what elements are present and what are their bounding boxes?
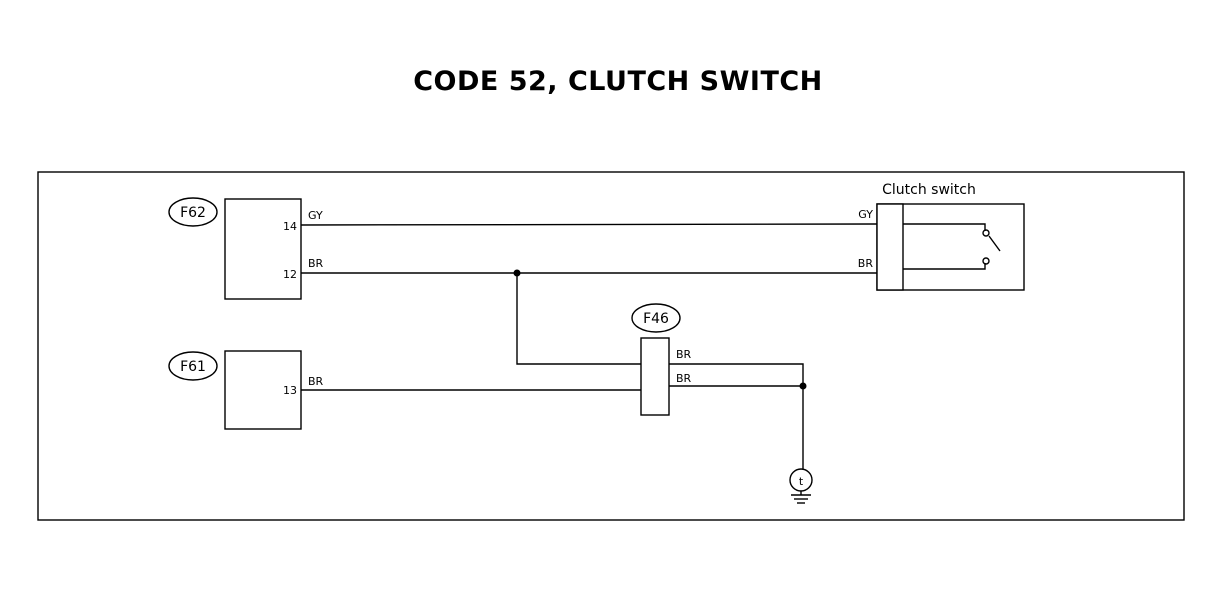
clutch-switch-connector — [876, 203, 904, 291]
f61-pin-13: 13 — [283, 384, 297, 397]
f61-box — [224, 350, 302, 430]
wire-gy-label-right: GY — [858, 208, 873, 221]
f62-label: F62 — [180, 205, 206, 221]
clutch-switch-label: Clutch switch — [882, 182, 976, 198]
diagram-title: CODE 52, CLUTCH SWITCH — [413, 66, 823, 97]
f62-pin-14: 14 — [283, 220, 297, 233]
wire-br-label-right: BR — [858, 257, 874, 270]
switch-contacts-icon — [903, 223, 1001, 270]
f46-label: F46 — [643, 311, 669, 327]
wire-f46-top-label: BR — [676, 348, 692, 361]
wire-br-branch — [516, 273, 641, 365]
f61-badge — [168, 351, 218, 381]
f46-badge — [631, 303, 681, 333]
f62-box — [224, 198, 302, 300]
wire-br-f61-label: BR — [308, 375, 324, 388]
ground-icon — [791, 491, 811, 504]
ground-terminal-label: t — [799, 475, 804, 488]
wire-f46-top-out — [669, 363, 804, 386]
wire-br-label-left: BR — [308, 257, 324, 270]
f61-label: F61 — [180, 359, 206, 375]
wire-gy — [300, 223, 878, 226]
wire-gy-label-left: GY — [308, 209, 323, 222]
f62-pin-12: 12 — [283, 268, 297, 281]
wire-f46-bottom-label: BR — [676, 372, 692, 385]
f46-box — [640, 337, 670, 416]
f62-badge — [168, 197, 218, 227]
